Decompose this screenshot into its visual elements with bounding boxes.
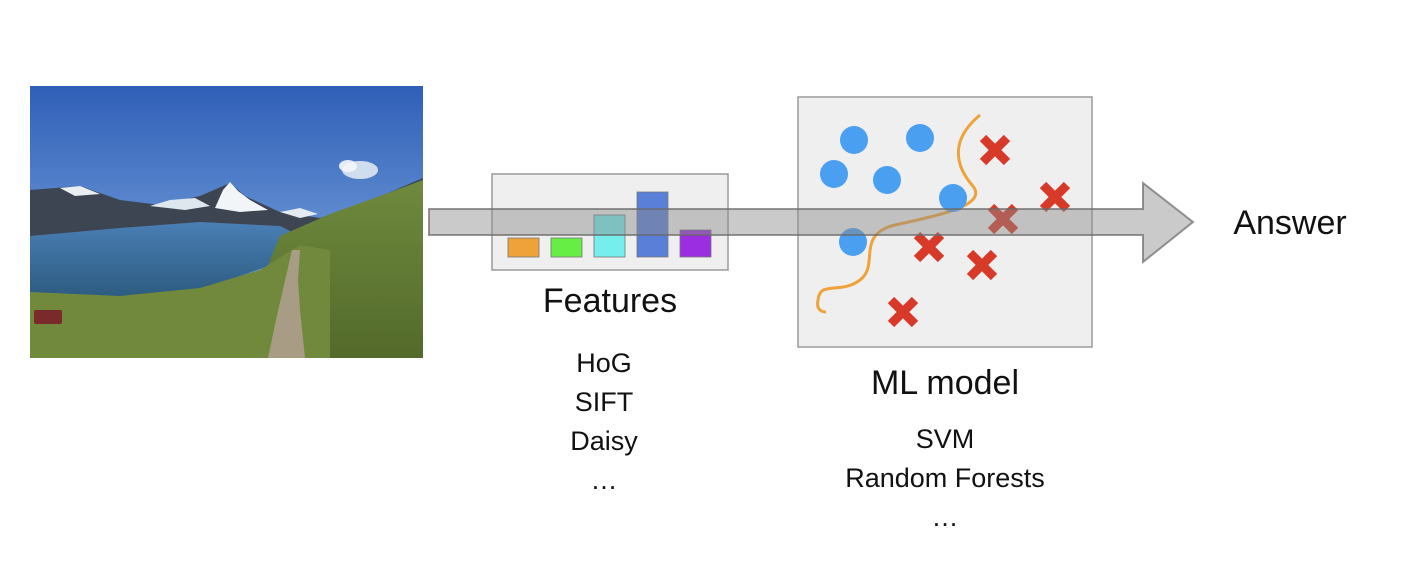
feature-histogram	[507, 191, 712, 258]
class-b-point	[979, 134, 1011, 166]
features-method: Daisy	[570, 426, 638, 456]
pipeline-arrow	[428, 180, 1195, 265]
feature-bar	[550, 237, 583, 258]
features-method: SIFT	[574, 387, 634, 417]
model-method: …	[931, 502, 959, 532]
model-title: ML model	[870, 364, 1020, 402]
class-b-point	[1039, 181, 1071, 213]
class-a-point	[840, 126, 868, 154]
features-method: HoG	[576, 348, 632, 378]
model-method-list: SVM Random Forests …	[805, 420, 1085, 537]
class-a-point	[820, 160, 848, 188]
model-method: SVM	[915, 424, 975, 454]
class-b-point	[913, 231, 945, 263]
features-method: …	[590, 465, 618, 495]
answer-label: Answer	[1233, 204, 1347, 242]
class-b-points	[887, 134, 1071, 328]
class-a-point	[873, 166, 901, 194]
features-title: Features	[542, 282, 678, 320]
class-b-point	[987, 203, 1019, 235]
features-method-list: HoG SIFT Daisy …	[504, 344, 704, 500]
landscape-photo	[30, 86, 423, 358]
class-a-point	[906, 124, 934, 152]
decision-boundary	[816, 113, 981, 314]
class-b-point	[966, 249, 998, 281]
model-method: Random Forests	[845, 463, 1045, 493]
class-b-point	[887, 296, 919, 328]
feature-bar	[636, 191, 669, 258]
class-a-point	[939, 184, 967, 212]
feature-bar	[507, 237, 540, 258]
